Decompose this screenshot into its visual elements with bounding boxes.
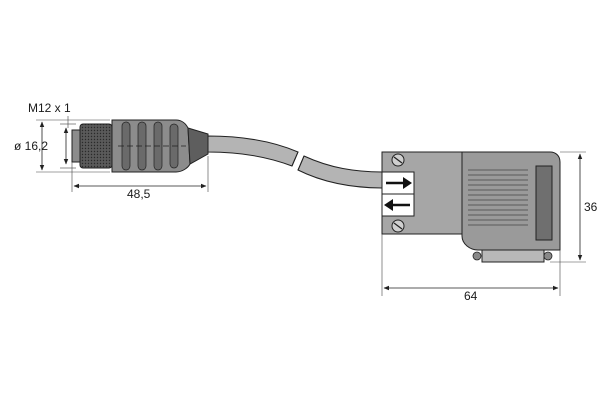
length-label: 48,5 (127, 187, 151, 201)
m12-connector (71, 119, 209, 173)
arrow-right-icon (386, 177, 412, 189)
cable-break-left (291, 151, 299, 167)
height-label: 36 (584, 200, 598, 214)
connector-front-face (71, 129, 81, 163)
strain-relief (187, 127, 209, 165)
knurled-nut (79, 123, 113, 169)
thread-label: M12 x 1 (28, 101, 71, 115)
cable-right-segment (297, 155, 385, 189)
cable-break-right (297, 155, 305, 171)
plug-screw-right (543, 251, 553, 261)
d-sub-housing (381, 151, 561, 263)
housing-switch-window (535, 165, 553, 241)
diameter-label: ø 16,2 (14, 139, 48, 153)
arrow-left-icon (384, 199, 410, 211)
cable-left-segment (207, 135, 299, 167)
d-sub-plug (481, 249, 545, 263)
cover-screw-bottom (391, 219, 405, 233)
housing-ribs (468, 169, 528, 226)
plug-screw-left (472, 251, 482, 261)
width-label: 64 (464, 289, 478, 303)
cover-screw-top (391, 153, 405, 167)
